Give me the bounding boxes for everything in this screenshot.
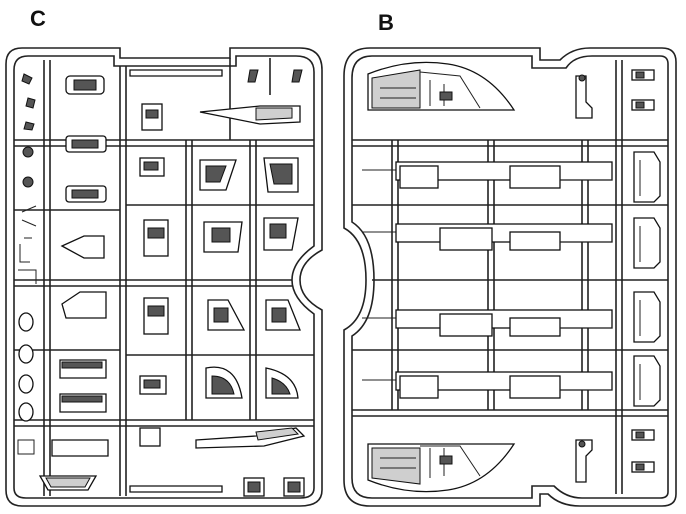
sprue-c-frame — [5, 47, 323, 507]
sprue-b-lower-hull-part — [367, 443, 516, 493]
sprue-c-label: C — [30, 6, 46, 31]
sprue-b-small-parts — [575, 69, 655, 483]
sprue-c-column-2-parts — [38, 75, 109, 491]
sprue-b-bracket-parts — [633, 151, 661, 407]
sprue-b-upper-hull-part — [367, 61, 516, 111]
sprue-b-barrel-parts — [362, 161, 613, 399]
sprue-c — [5, 47, 323, 507]
sprue-b-frame — [343, 47, 677, 507]
sprue-b-label: B — [378, 10, 394, 35]
sprue-c-column-4-parts — [195, 69, 306, 497]
sprue-c-small-parts — [17, 73, 37, 455]
sprue-b — [343, 47, 677, 507]
sprue-c-column-3-parts — [129, 69, 223, 493]
